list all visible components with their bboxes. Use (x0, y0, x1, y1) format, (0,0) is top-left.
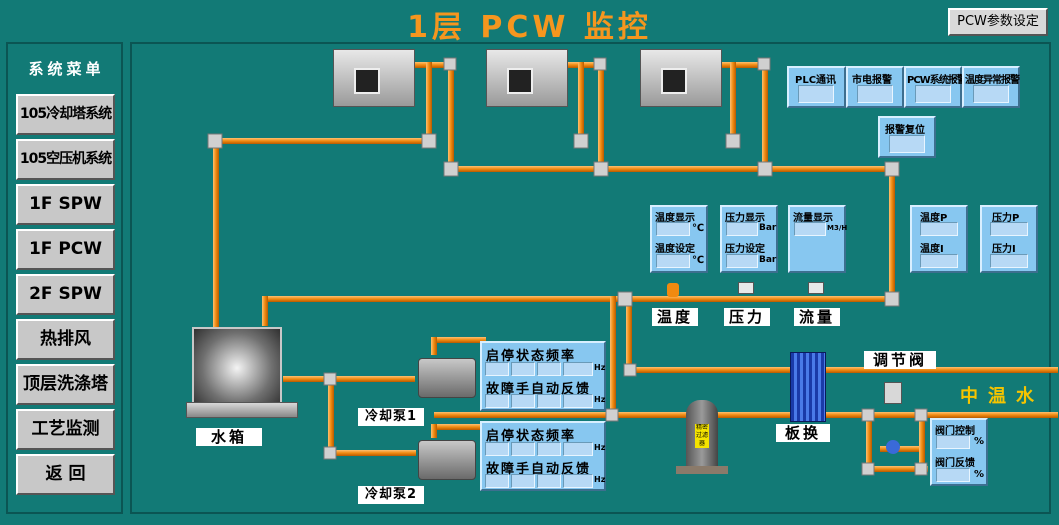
unit-logo-icon (507, 68, 533, 94)
press-pi-panel: 压力P 压力I (980, 205, 1038, 273)
heat-exchanger-label: 板换 (776, 424, 830, 442)
ahu-unit-1[interactable] (333, 49, 415, 107)
temp-p-input[interactable] (920, 222, 958, 236)
precision-filter[interactable]: 精密过滤器 (686, 400, 718, 468)
pump-1-fault (485, 394, 509, 408)
pump-1-feedback (563, 394, 593, 408)
menu-title: 系统菜单 (28, 60, 105, 78)
menu-item-process-monitor[interactable]: 工艺监测 (16, 409, 115, 450)
main-area (130, 42, 1051, 514)
menu-item-return[interactable]: 返 回 (16, 454, 115, 495)
pcw-alarm-panel: PCW系统报警 (904, 66, 967, 108)
unit-logo-icon (661, 68, 687, 94)
temp-sensor-icon (667, 283, 679, 297)
pressure-sensor-label: 压力 (724, 308, 770, 326)
temp-set-input[interactable] (656, 254, 690, 268)
flow-meter-icon (808, 282, 824, 294)
menu-item-air-compressor[interactable]: 105空压机系统 (16, 139, 115, 180)
tank-label: 水箱 (196, 428, 262, 446)
pump-2-auto[interactable] (537, 474, 561, 488)
menu-item-hot-exhaust[interactable]: 热排风 (16, 319, 115, 360)
bypass-valve-icon[interactable] (886, 440, 900, 454)
pump-1-state (537, 362, 561, 376)
plate-heat-exchanger[interactable] (790, 352, 826, 422)
pump-1-freq (563, 362, 593, 376)
pump-1-label: 冷却泵1 (358, 408, 424, 426)
pcw-params-button[interactable]: PCW参数设定 (948, 8, 1048, 36)
flow-sensor-label: 流量 (794, 308, 840, 326)
pump-2-manual[interactable] (511, 474, 535, 488)
menu-item-2f-spw[interactable]: 2F SPW (16, 274, 115, 315)
pump-1-start[interactable] (485, 362, 509, 376)
temp-alarm-panel: 温度异常报警 (962, 66, 1020, 108)
pump-2-stop[interactable] (511, 442, 535, 456)
pcw-alarm-indicator (915, 85, 951, 103)
plc-comm-indicator (798, 85, 834, 103)
pump-1-stop[interactable] (511, 362, 535, 376)
press-p-input[interactable] (990, 222, 1028, 236)
filter-base (676, 466, 728, 474)
valve-label: 调节阀 (864, 351, 936, 369)
pump-2-feedback (563, 474, 593, 488)
temp-i-input[interactable] (920, 254, 958, 268)
temp-display-panel: 温度显示 ℃ 温度设定 ℃ (650, 205, 708, 273)
pump-1-manual[interactable] (511, 394, 535, 408)
pump-1-auto[interactable] (537, 394, 561, 408)
menu-item-1f-spw[interactable]: 1F SPW (16, 184, 115, 225)
pump-2-freq (563, 442, 593, 456)
page-title: 1层 PCW 监控 (407, 10, 652, 45)
pump-2-start[interactable] (485, 442, 509, 456)
pump-1-status-panel: 启停状态频率 Hz 故障手自动反馈 Hz (480, 341, 606, 411)
press-i-input[interactable] (990, 254, 1028, 268)
system-menu: 系统菜单 105冷却塔系统 105空压机系统 1F SPW 1F PCW 2F … (6, 42, 123, 514)
menu-item-scrubber[interactable]: 顶层洗涤塔 (16, 364, 115, 405)
mid-temp-water-label: 中温水 (960, 386, 1044, 407)
water-tank[interactable] (192, 327, 282, 409)
press-set-input[interactable] (726, 254, 758, 268)
valve-feedback-value (936, 468, 970, 482)
pump-2-label: 冷却泵2 (358, 486, 424, 504)
flow-display-panel: 流量显示 M3/H (788, 205, 847, 273)
temp-sensor-label: 温度 (652, 308, 698, 326)
mains-alarm-indicator (857, 85, 893, 103)
menu-item-1f-pcw[interactable]: 1F PCW (16, 229, 115, 270)
temp-pi-panel: 温度P 温度I (910, 205, 968, 273)
pump-1[interactable] (418, 358, 476, 398)
temp-display-value (656, 222, 690, 236)
pump-2-status-panel: 启停状态频率 Hz 故障手自动反馈 Hz (480, 421, 606, 491)
ahu-unit-2[interactable] (486, 49, 568, 107)
temp-alarm-indicator (973, 85, 1009, 103)
valve-control-input[interactable] (936, 435, 970, 449)
control-valve-icon[interactable] (884, 382, 902, 404)
pump-2-state (537, 442, 561, 456)
filter-label: 精密过滤器 (695, 424, 709, 448)
ahu-unit-3[interactable] (640, 49, 722, 107)
flow-display-value (794, 222, 826, 236)
press-display-value (726, 222, 758, 236)
press-display-panel: 压力显示 Bar 压力设定 Bar (720, 205, 778, 273)
valve-control-panel: 阀门控制 % 阀门反馈 % (930, 418, 988, 486)
mains-alarm-panel: 市电报警 (846, 66, 904, 108)
pump-2-fault (485, 474, 509, 488)
plc-comm-panel: PLC通讯 (787, 66, 846, 108)
pump-2[interactable] (418, 440, 476, 480)
menu-item-cooling-tower[interactable]: 105冷却塔系统 (16, 94, 115, 135)
unit-logo-icon (354, 68, 380, 94)
alarm-reset-panel[interactable]: 报警复位 (878, 116, 936, 158)
alarm-reset-button[interactable] (889, 135, 925, 153)
tank-base (186, 402, 298, 418)
pressure-gauge-icon (738, 282, 754, 294)
